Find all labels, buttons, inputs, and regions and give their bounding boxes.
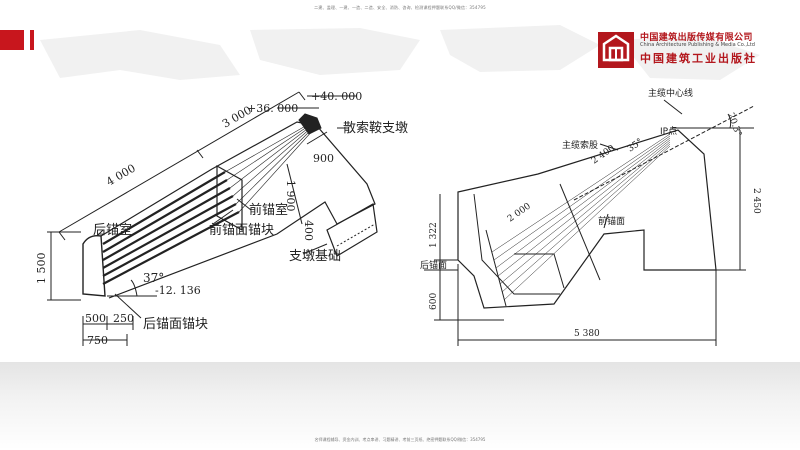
dim-600: 600 bbox=[429, 293, 439, 310]
red-accent-stripe bbox=[30, 30, 34, 50]
dim-400: 400 bbox=[302, 220, 315, 241]
anchorage-elevation-drawing: 4 000 3 000 +40. 000 +36. 000 散索鞍支墩 900 … bbox=[35, 90, 408, 347]
angle-37: 37° bbox=[143, 271, 164, 285]
front-anchor-face-line bbox=[559, 183, 601, 281]
header-note: 二建、监理、一建、一造、二造、安全、消防、咨询、检测课程押题联系QQ/微信：35… bbox=[314, 5, 486, 10]
dim-2000: 2 000 bbox=[506, 201, 533, 224]
anchor-block-outline bbox=[457, 129, 717, 309]
pier-foundation-shape bbox=[326, 203, 378, 257]
label-front-anchor-face: 前锚面 bbox=[598, 215, 625, 227]
red-accent-bar bbox=[0, 30, 24, 50]
main-cable-centerline bbox=[573, 105, 755, 201]
angle-35: 35° bbox=[626, 137, 645, 154]
elevation-neg12: -12. 136 bbox=[155, 284, 201, 297]
angle-20-3: 20.3° bbox=[725, 112, 743, 138]
publisher-emblem-icon bbox=[598, 32, 634, 68]
elevation-36: +36. 000 bbox=[247, 102, 298, 115]
elevation-40: +40. 000 bbox=[311, 90, 362, 103]
dim-750: 750 bbox=[87, 334, 108, 347]
floor-reflection bbox=[0, 362, 800, 450]
publisher-calligraphy: 中国建筑工业出版社 bbox=[640, 52, 757, 65]
dim-line-top bbox=[58, 91, 300, 233]
dim-2450: 2 450 bbox=[751, 188, 761, 214]
publisher-name-cn: 中国建筑出版传媒有限公司 bbox=[640, 33, 753, 43]
label-main-cable-strands: 主缆索股 bbox=[562, 139, 598, 151]
label-rear-chamber: 后锚室 bbox=[93, 222, 132, 238]
label-pier-foundation: 支墩基础 bbox=[289, 249, 341, 264]
anchor-block-drawing: 主缆中心线 IP点 20.3° 主缆索股 2 400 35° 2 000 前锚面… bbox=[420, 87, 761, 346]
rear-chamber-shape bbox=[82, 234, 106, 297]
dim-5380: 5 380 bbox=[574, 329, 600, 339]
publisher-name-en: China Architecture Publishing & Media Co… bbox=[640, 42, 755, 48]
publisher-logo: 中国建筑出版传媒有限公司 China Architecture Publishi… bbox=[596, 30, 796, 74]
label-front-block: 前锚面锚块 bbox=[209, 222, 274, 238]
anchor-block-panel: 主缆中心线 IP点 20.3° 主缆索股 2 400 35° 2 000 前锚面… bbox=[414, 84, 763, 355]
dim-500: 500 bbox=[85, 312, 106, 325]
dim-1322: 1 322 bbox=[429, 222, 439, 248]
dim-250: 250 bbox=[113, 312, 134, 325]
label-scatter-saddle-pier: 散索鞍支墩 bbox=[343, 120, 408, 136]
label-main-cable-centerline: 主缆中心线 bbox=[648, 87, 693, 99]
dim-1900: 1 900 bbox=[284, 180, 297, 212]
label-rear-anchor-face: 后锚面 bbox=[420, 259, 447, 271]
label-front-chamber: 前锚室 bbox=[249, 202, 288, 218]
strand-bundle bbox=[102, 171, 240, 285]
dim-4000: 4 000 bbox=[104, 162, 138, 189]
strand-fan-right bbox=[491, 133, 671, 301]
dim-1500: 1 500 bbox=[37, 253, 48, 285]
dim-900: 900 bbox=[313, 152, 334, 165]
footer-note: 名师课程辅导、资金内训、考点串讲、习题精讲、考前三页纸、绝密押题联系QQ/微信：… bbox=[314, 437, 486, 442]
saddle-shape bbox=[298, 113, 322, 135]
label-rear-block: 后锚面锚块 bbox=[143, 317, 208, 332]
anchorage-elevation-panel: 4 000 3 000 +40. 000 +36. 000 散索鞍支墩 900 … bbox=[35, 84, 412, 355]
strand-fan bbox=[224, 123, 315, 213]
front-chamber-shape bbox=[216, 164, 243, 232]
label-ip-point: IP点 bbox=[660, 126, 677, 137]
